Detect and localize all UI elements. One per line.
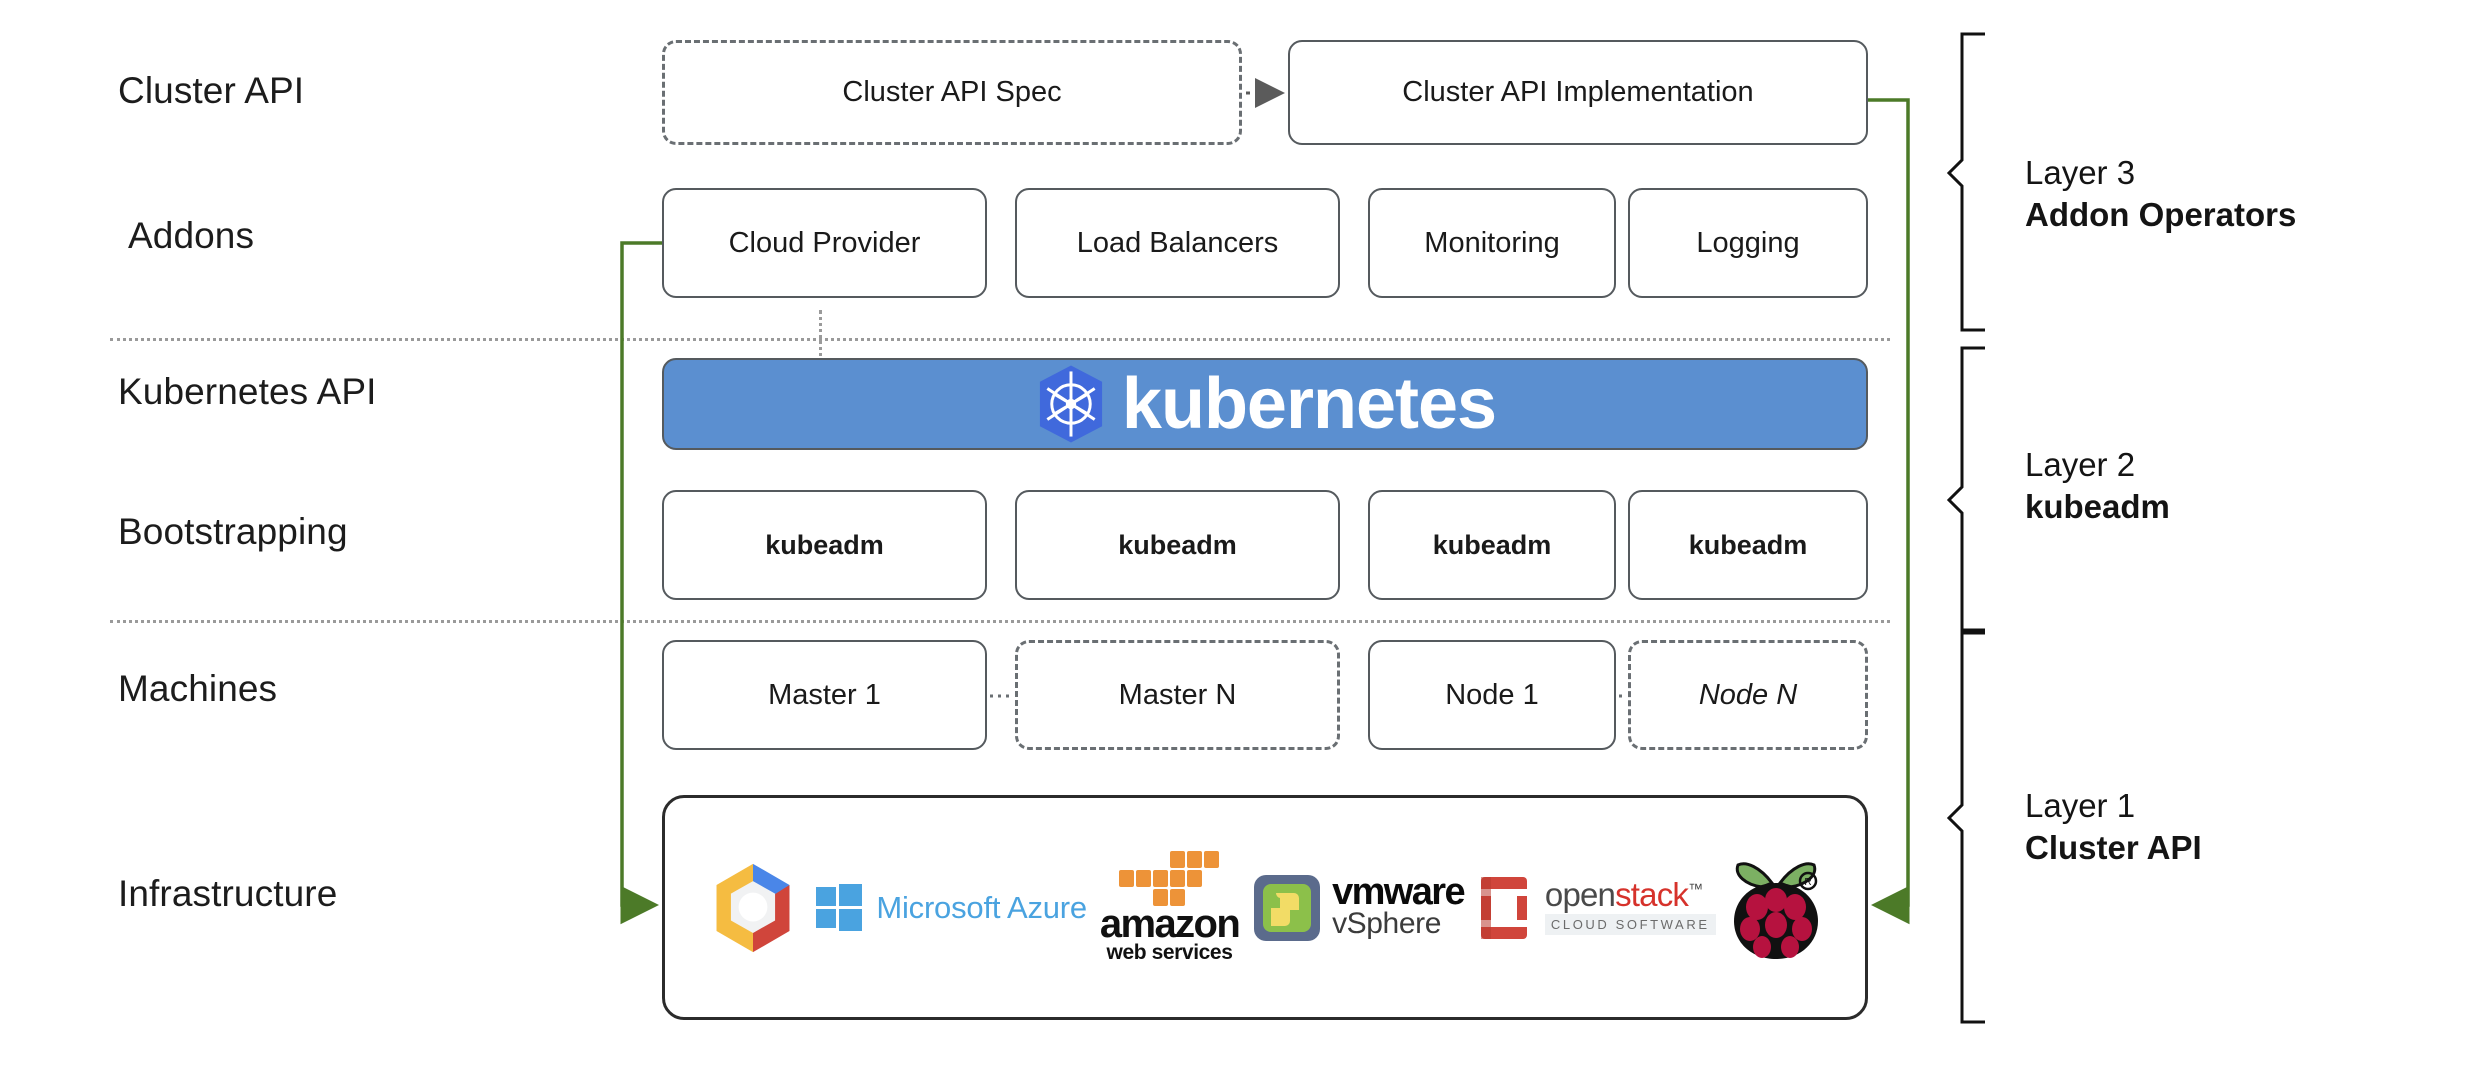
node-logging[interactable]: Logging [1628,188,1868,298]
node-master-1[interactable]: Master 1 [662,640,987,750]
layer-caption-1: Layer 1 Cluster API [2025,785,2202,869]
node-label: Master 1 [768,678,881,711]
node-kubeadm-2[interactable]: kubeadm [1015,490,1340,600]
google-cloud-logo [705,860,801,956]
microsoft-azure-logo: Microsoft Azure [814,883,1087,933]
kubernetes-helm-icon [1039,365,1103,443]
node-kubeadm-3[interactable]: kubeadm [1368,490,1616,600]
svg-text:R: R [1805,877,1812,888]
kubernetes-wordmark: kubernetes [1121,364,1497,444]
openstack-wordmark: openstack™ [1544,876,1703,914]
node-monitoring[interactable]: Monitoring [1368,188,1616,298]
brace-layer-2 [1946,346,1985,635]
openstack-subtitle: CLOUD SOFTWARE [1544,913,1716,935]
layer-3-number: Layer 3 [2025,154,2136,191]
vmware-vsphere-logo: vmware vSphere [1252,871,1466,943]
node-label: Node 1 [1445,678,1539,711]
node-cluster-api-implementation[interactable]: Cluster API Implementation [1288,40,1868,145]
node-label: Monitoring [1424,226,1560,259]
openstack-logo: openstack™ CLOUD SOFTWARE [1477,873,1716,943]
node-label: Master N [1118,678,1237,711]
node-label: Cloud Provider [728,226,921,259]
vsphere-subtitle: vSphere [1332,906,1442,940]
node-cloud-provider[interactable]: Cloud Provider [662,188,987,298]
vsphere-square-icon [1254,874,1321,941]
node-label: Node N [1698,678,1798,711]
node-load-balancers[interactable]: Load Balancers [1015,188,1340,298]
node-label: kubeadm [1688,529,1808,560]
node-label: kubeadm [765,529,884,560]
node-label: Load Balancers [1076,226,1279,259]
green-route-implementation-to-infrastructure [1868,98,1910,925]
node-label: kubeadm [1432,529,1552,560]
layer-1-number: Layer 1 [2025,787,2136,824]
raspberry-pi-logo: R [1728,853,1824,963]
windows-squares-icon [816,883,863,931]
row-label-infrastructure: Infrastructure [118,873,338,914]
node-kubeadm-1[interactable]: kubeadm [662,490,987,600]
node-label: Cluster API Spec [842,76,1062,108]
green-route-cloud-provider-to-infrastructure [620,241,662,925]
layer-3-name: Addon Operators [2025,196,2297,234]
aws-subtitle: web services [1106,940,1233,964]
row-label-cluster-api: Cluster API [118,70,305,111]
node-kubeadm-4[interactable]: kubeadm [1628,490,1868,600]
brace-layer-1 [1946,628,1985,1024]
divider-tick-cloud-provider [819,310,822,370]
amazon-web-services-logo: amazon web services [1099,850,1241,965]
kubernetes-banner: kubernetes [662,358,1868,450]
node-label: Cluster API Implementation [1402,76,1754,108]
aws-cubes-icon [1118,851,1219,907]
row-label-kubernetes-api: Kubernetes API [118,371,377,412]
aws-wordmark: amazon [1099,902,1241,947]
divider-layer3-layer2 [110,338,1890,341]
node-label: Logging [1696,226,1800,259]
layer-1-name: Cluster API [2025,829,2202,867]
layer-2-name: kubeadm [2025,488,2170,526]
divider-layer2-layer1 [110,620,1890,623]
infrastructure-panel: Microsoft Azure amazon web ser [662,795,1868,1020]
row-label-bootstrapping: Bootstrapping [118,511,348,552]
layer-caption-2: Layer 2 kubeadm [2025,444,2170,528]
row-label-machines: Machines [118,668,278,709]
layer-caption-3: Layer 3 Addon Operators [2025,152,2296,236]
layer-2-number: Layer 2 [2025,446,2136,483]
node-master-n[interactable]: Master N [1015,640,1340,750]
vmware-wordmark: vmware [1332,871,1466,914]
node-cluster-api-spec[interactable]: Cluster API Spec [662,40,1242,145]
azure-wordmark: Microsoft Azure [876,889,1087,925]
openstack-block-icon [1480,876,1527,939]
node-node-1[interactable]: Node 1 [1368,640,1616,750]
row-label-addons: Addons [128,215,255,256]
brace-layer-3 [1946,32,1985,332]
node-node-n[interactable]: Node N [1628,640,1868,750]
node-label: kubeadm [1118,529,1237,560]
